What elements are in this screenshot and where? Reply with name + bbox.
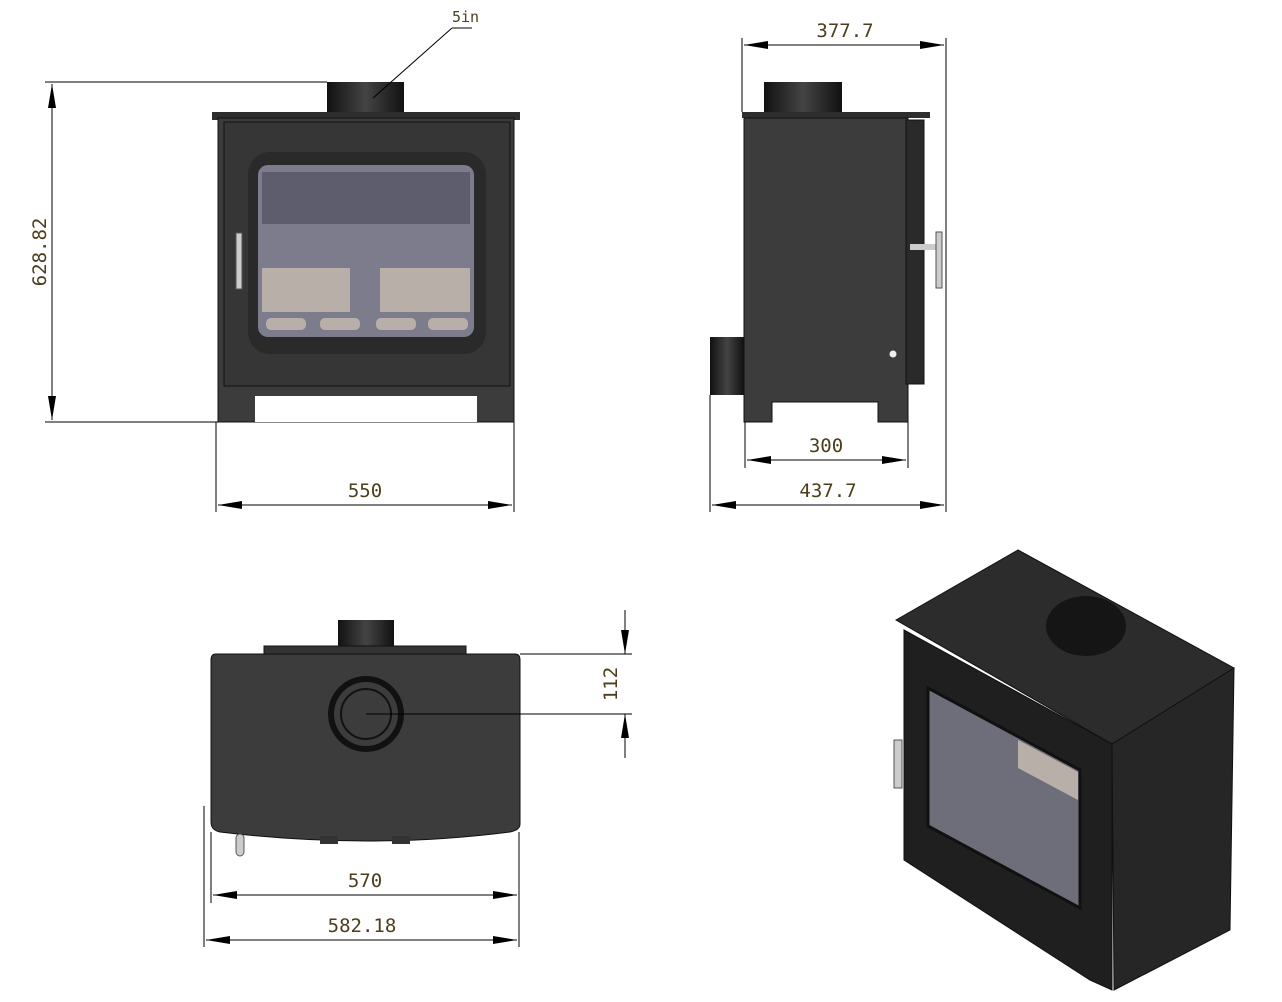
side-overall-depth-dimension: 437.7: [799, 480, 856, 502]
isometric-view: [893, 549, 1235, 991]
flue-size-label: 5in: [452, 8, 479, 26]
side-top-depth-dimension: 377.7: [816, 20, 873, 42]
top-view: 112 570 582.18: [203, 610, 632, 947]
top-flue-offset-dimension: 112: [600, 667, 622, 701]
front-width-dimension: 550: [348, 480, 382, 502]
top-overall-width-dimension: 582.18: [328, 915, 397, 937]
side-view: 377.7 300 437.7: [709, 20, 947, 512]
side-base-depth-dimension: 300: [809, 435, 843, 457]
front-height-dimension: 628.82: [29, 218, 51, 287]
front-view: 5in 628.82 550: [29, 8, 520, 512]
top-width-dimension: 570: [348, 870, 382, 892]
